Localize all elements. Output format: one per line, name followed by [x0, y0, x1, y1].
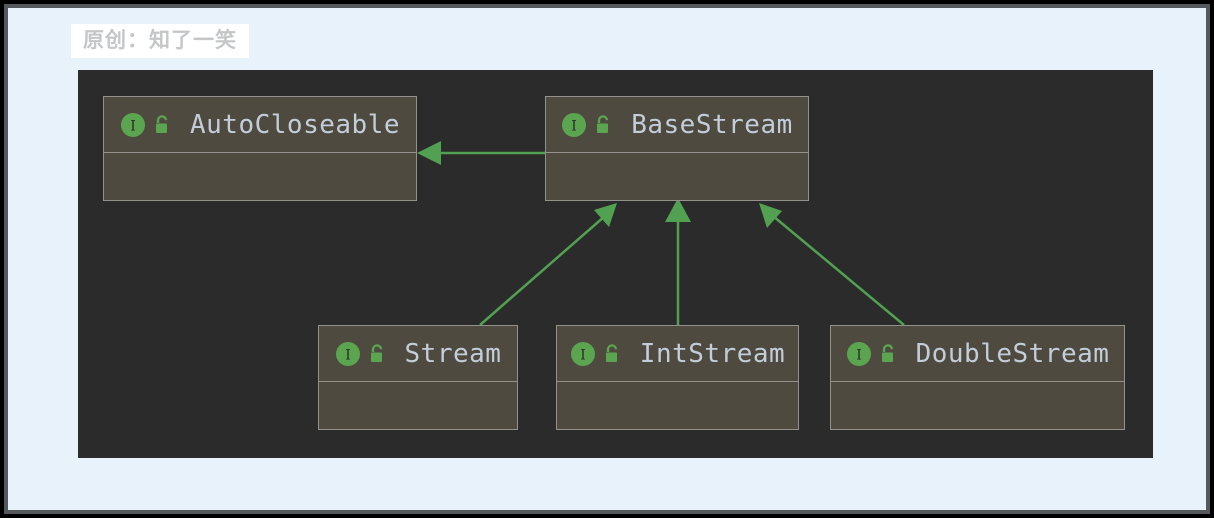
uml-class-double-stream[interactable]: I DoubleStream — [830, 325, 1125, 430]
uml-class-auto-closeable[interactable]: I AutoCloseable — [103, 96, 417, 201]
svg-text:I: I — [580, 347, 586, 363]
uml-members-area — [319, 382, 517, 429]
uml-class-name: IntStream — [639, 338, 786, 369]
edge-stream-to-base-stream — [479, 203, 617, 326]
diagram-canvas: I AutoCloseable I — [78, 70, 1153, 458]
inheritance-edges — [417, 141, 905, 326]
byline-watermark: 原创：知了一笑 — [71, 24, 249, 59]
uml-members-area — [557, 382, 798, 429]
uml-title-bar: I BaseStream — [546, 97, 808, 153]
uml-members-area — [104, 153, 416, 200]
interface-badge-icon: I — [121, 112, 145, 137]
interface-badge-icon: I — [570, 341, 595, 366]
edge-base-stream-to-auto-closeable — [417, 141, 545, 165]
uml-class-name: AutoCloseable — [190, 109, 400, 140]
svg-text:I: I — [345, 347, 351, 363]
interface-badge-icon: I — [562, 112, 587, 137]
unlock-icon — [605, 343, 617, 362]
uml-members-area — [546, 153, 808, 200]
uml-class-stream[interactable]: I Stream — [318, 325, 518, 430]
interface-badge-icon: I — [335, 341, 360, 366]
uml-class-int-stream[interactable]: I IntStream — [556, 325, 799, 430]
uml-title-bar: I Stream — [319, 326, 517, 382]
edge-int-stream-to-base-stream — [665, 198, 691, 325]
svg-text:I: I — [856, 347, 862, 363]
uml-class-base-stream[interactable]: I BaseStream — [545, 96, 809, 201]
svg-text:I: I — [571, 118, 577, 134]
unlock-icon — [881, 343, 893, 362]
uml-members-area — [831, 382, 1124, 429]
svg-text:I: I — [130, 118, 136, 134]
edge-double-stream-to-base-stream — [759, 203, 905, 326]
interface-badge-icon: I — [846, 341, 871, 366]
uml-title-bar: I DoubleStream — [831, 326, 1124, 382]
uml-class-name: BaseStream — [631, 109, 793, 140]
unlock-icon — [370, 343, 382, 362]
uml-title-bar: I IntStream — [557, 326, 798, 382]
uml-class-name: DoubleStream — [915, 338, 1110, 369]
unlock-icon — [156, 114, 168, 133]
uml-class-name: Stream — [404, 338, 502, 369]
uml-title-bar: I AutoCloseable — [104, 97, 416, 153]
page-surface: 原创：知了一笑 — [8, 8, 1206, 510]
unlock-icon — [597, 114, 609, 133]
